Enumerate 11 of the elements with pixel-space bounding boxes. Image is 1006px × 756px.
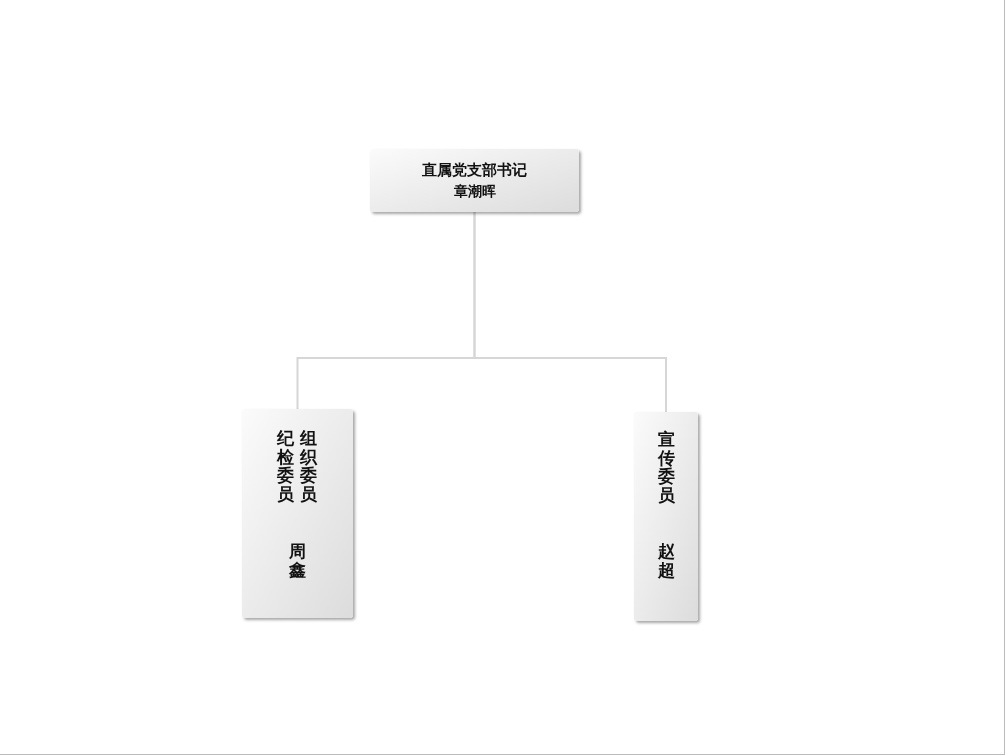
node-text: 章潮晖 [452,183,497,201]
node-text: 纪检委员 [277,429,294,504]
org-box [242,409,353,618]
node-text: 赵超 [658,542,675,580]
node-text: 组织委员 [300,429,317,504]
connector-line [473,211,667,413]
org-box [634,412,698,621]
org-box [370,149,579,212]
node-text: 周鑫 [289,542,306,580]
node-text: 宣传委员 [658,430,675,505]
node-text: 直属党支部书记 [421,161,528,180]
